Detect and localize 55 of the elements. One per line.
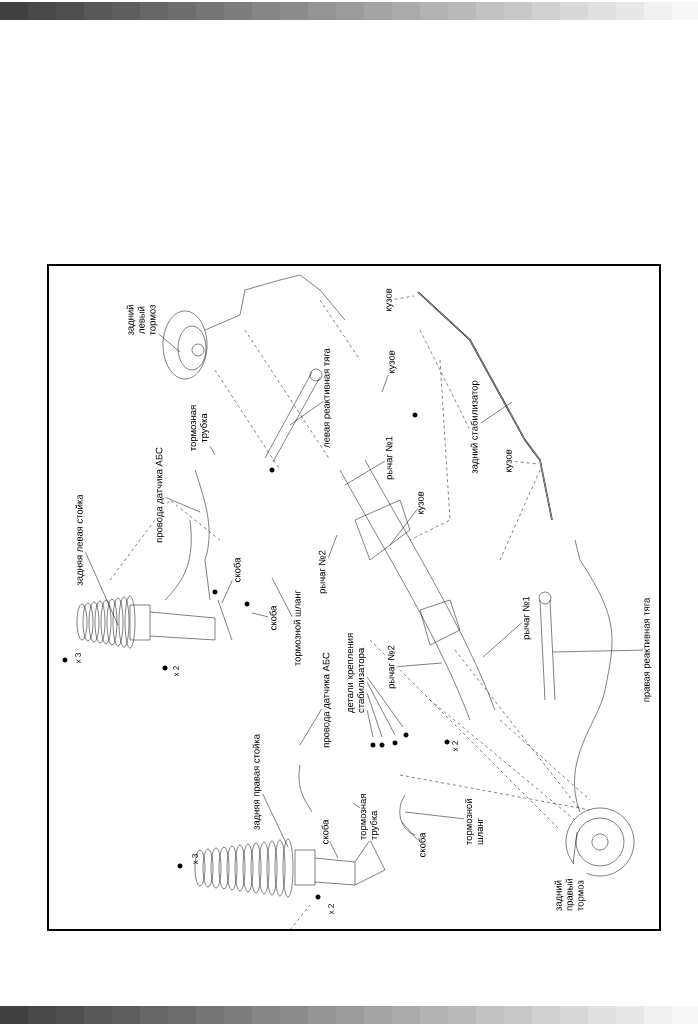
part-label: скоба bbox=[232, 556, 242, 584]
part-label: кузов bbox=[388, 349, 398, 375]
leader-line bbox=[552, 649, 644, 653]
part-label: рычаг №1 bbox=[384, 435, 396, 481]
part-label: тормозной шланг bbox=[463, 794, 485, 846]
leader-line bbox=[397, 662, 443, 667]
leader-line bbox=[271, 577, 293, 618]
part-label: тормозная трубка bbox=[190, 402, 210, 454]
part-label: скоба bbox=[320, 818, 330, 846]
part-label: задний левый тормоз bbox=[125, 296, 159, 344]
leader-line bbox=[209, 446, 216, 456]
leader-line bbox=[404, 811, 464, 820]
leader-line bbox=[381, 374, 389, 393]
leader-line bbox=[401, 821, 418, 840]
part-label: детали крепления стабилизатора bbox=[347, 612, 367, 714]
leader-line bbox=[482, 622, 522, 658]
part-label: рычаг №1 bbox=[521, 595, 533, 641]
leader-line bbox=[572, 831, 578, 865]
part-label: тормозной шланг bbox=[292, 588, 304, 668]
leader-line bbox=[389, 508, 418, 546]
part-label: провода датчика АБС bbox=[154, 446, 166, 544]
leader-line bbox=[328, 534, 338, 558]
part-label: кузов bbox=[505, 448, 515, 474]
leader-line bbox=[165, 497, 201, 513]
part-label: скоба bbox=[268, 604, 278, 632]
part-label: задний правый тормоз bbox=[553, 864, 587, 912]
leader-line bbox=[366, 709, 374, 738]
leader-line bbox=[344, 461, 385, 486]
part-label: кузов bbox=[385, 287, 395, 313]
leader-line bbox=[158, 333, 181, 353]
part-label: рычаг №2 bbox=[317, 549, 329, 595]
leader-line bbox=[366, 682, 396, 736]
part-label: задняя правая стойка bbox=[251, 733, 263, 831]
part-label: задняя левая стойка bbox=[74, 493, 86, 587]
leader-line bbox=[352, 802, 361, 809]
part-label: левая реактивная тяга bbox=[323, 347, 333, 449]
part-label: рычаг №2 bbox=[386, 644, 398, 690]
leader-line bbox=[366, 676, 404, 728]
leader-line bbox=[480, 401, 513, 424]
part-label: провода датчика АБС bbox=[321, 651, 333, 749]
part-label: задний стабилизатор bbox=[469, 379, 481, 475]
leader-line bbox=[329, 841, 339, 859]
leader-line bbox=[299, 708, 322, 746]
leader-line bbox=[262, 793, 289, 848]
part-label: правая реактивная тяга bbox=[643, 596, 653, 704]
leader-line bbox=[289, 401, 324, 426]
leader-line bbox=[514, 461, 539, 465]
leader-line bbox=[251, 612, 269, 618]
leader-line bbox=[221, 580, 233, 604]
part-label: скоба bbox=[417, 831, 427, 859]
leader-line bbox=[366, 692, 383, 738]
part-label: кузов bbox=[417, 490, 427, 516]
leader-line bbox=[394, 295, 415, 300]
leader-line bbox=[85, 552, 119, 626]
part-label: тормозная трубка bbox=[360, 789, 380, 841]
